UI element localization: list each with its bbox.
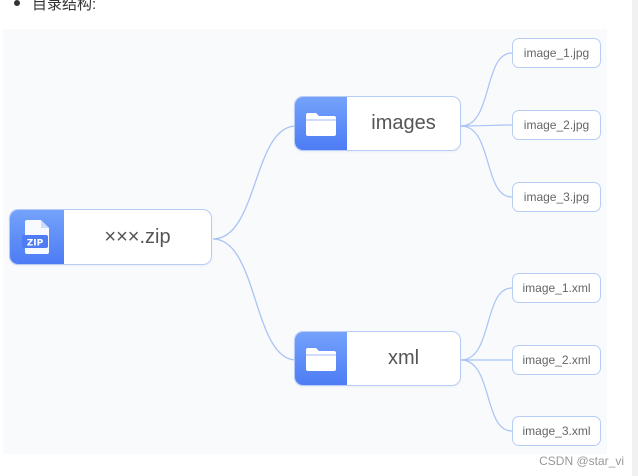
file-node[interactable]: image_1.xml [512, 273, 601, 303]
file-node[interactable]: image_3.xml [512, 416, 601, 446]
root-label: ×××.zip [104, 225, 171, 248]
connector-images-leaf-2 [460, 124, 513, 127]
folder-label-xml: xml [387, 347, 420, 369]
connector-images-leaf-3 [460, 125, 513, 198]
folder-label-images: images [371, 112, 436, 134]
mindmap-diagram: ZIP ×××.zip images xml image_1.jpg image… [3, 29, 607, 454]
zip-file-icon: ZIP [10, 210, 64, 264]
zip-badge-text: ZIP [27, 239, 44, 249]
folder-icon [295, 97, 347, 150]
heading-line: 目录结构: [0, 0, 96, 14]
connector-lines [212, 52, 513, 432]
file-node[interactable]: image_1.jpg [512, 38, 601, 68]
connector-images-leaf-1 [460, 52, 513, 127]
scrollbar[interactable] [632, 0, 638, 476]
file-node[interactable]: image_2.jpg [512, 110, 601, 140]
folder-icon [295, 332, 347, 385]
connector-root-images [212, 125, 297, 240]
connector-xml-leaf-1 [460, 287, 513, 361]
file-node[interactable]: image_3.jpg [512, 182, 601, 212]
folder-node-images[interactable]: images [294, 96, 461, 151]
file-node[interactable]: image_2.xml [512, 345, 601, 375]
watermark-text: CSDN @star_vi [539, 454, 624, 468]
heading-text: 目录结构: [32, 0, 97, 13]
root-node[interactable]: ZIP ×××.zip [9, 209, 212, 265]
connector-root-xml [212, 238, 297, 361]
bullet-icon [14, 0, 20, 6]
connector-xml-leaf-3 [460, 359, 513, 432]
folder-node-xml[interactable]: xml [294, 331, 461, 386]
